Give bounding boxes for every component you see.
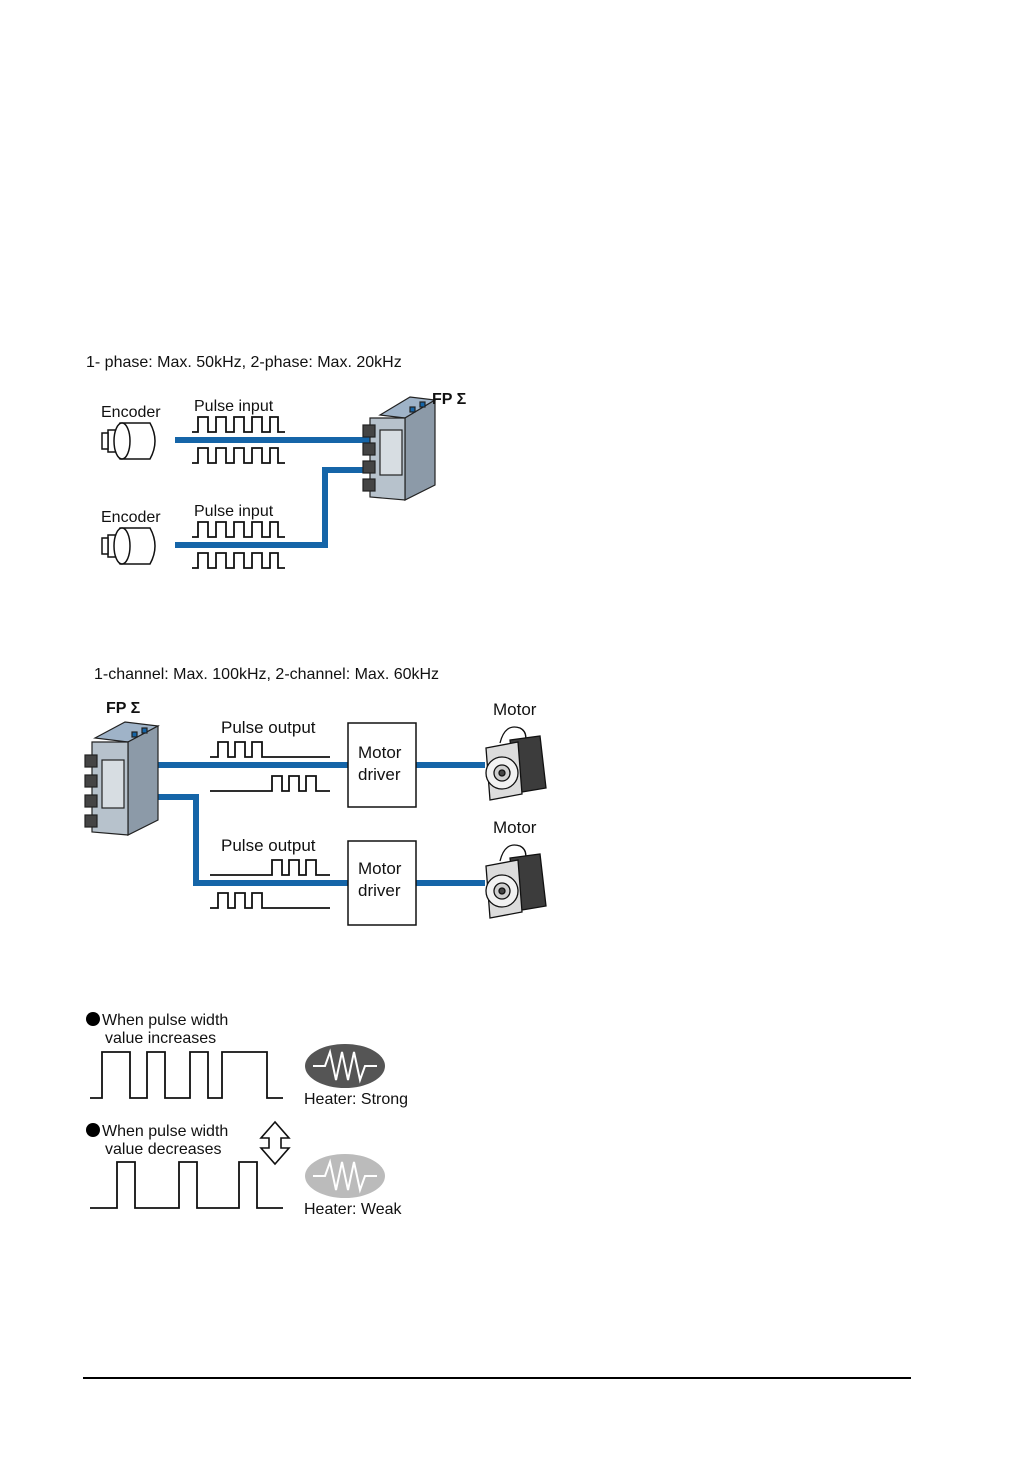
plc-unit-icon xyxy=(363,397,435,500)
plc-unit-icon xyxy=(85,722,158,835)
footer-rule xyxy=(83,1377,911,1379)
motor-label: Motor xyxy=(493,700,536,720)
pwm-narrow-waveform xyxy=(90,1162,283,1208)
driver-label-line1: Motor xyxy=(358,742,401,764)
heater-weak-label: Heater: Weak xyxy=(304,1201,402,1219)
pulse-output-label: Pulse output xyxy=(221,836,316,856)
pwm-increase-line1: When pulse width xyxy=(102,1012,228,1029)
pulse-input-label: Pulse input xyxy=(194,503,273,521)
motor-driver-label: Motor driver xyxy=(358,742,401,786)
heater-strong-label: Heater: Strong xyxy=(304,1091,408,1109)
servo-motor-icon xyxy=(486,727,546,800)
pulse-input-label: Pulse input xyxy=(194,398,273,416)
output-caption: 1-channel: Max. 100kHz, 2-channel: Max. … xyxy=(94,666,439,684)
driver-label-line1: Motor xyxy=(358,858,401,880)
motor-label: Motor xyxy=(493,818,536,838)
heater-strong-icon xyxy=(305,1044,385,1088)
driver-label-line2: driver xyxy=(358,764,401,786)
pwm-diagram xyxy=(85,1040,425,1220)
plc-label: FP Σ xyxy=(432,391,466,409)
encoder-icon xyxy=(102,528,155,564)
input-caption: 1- phase: Max. 50kHz, 2-phase: Max. 20kH… xyxy=(86,354,402,372)
pwm-wide-waveform xyxy=(90,1052,283,1098)
encoder-label: Encoder xyxy=(101,509,161,527)
servo-motor-icon xyxy=(486,845,546,918)
encoder-label: Encoder xyxy=(101,404,161,422)
output-diagram xyxy=(80,700,560,940)
up-down-arrow-icon xyxy=(261,1122,289,1164)
driver-label-line2: driver xyxy=(358,880,401,902)
output-signal-lines xyxy=(158,765,485,883)
heater-weak-icon xyxy=(305,1154,385,1198)
bullet-icon xyxy=(86,1012,100,1026)
input-signal-lines xyxy=(175,440,370,545)
motor-driver-label: Motor driver xyxy=(358,858,401,902)
pulse-output-label: Pulse output xyxy=(221,718,316,738)
encoder-icon xyxy=(102,423,155,459)
